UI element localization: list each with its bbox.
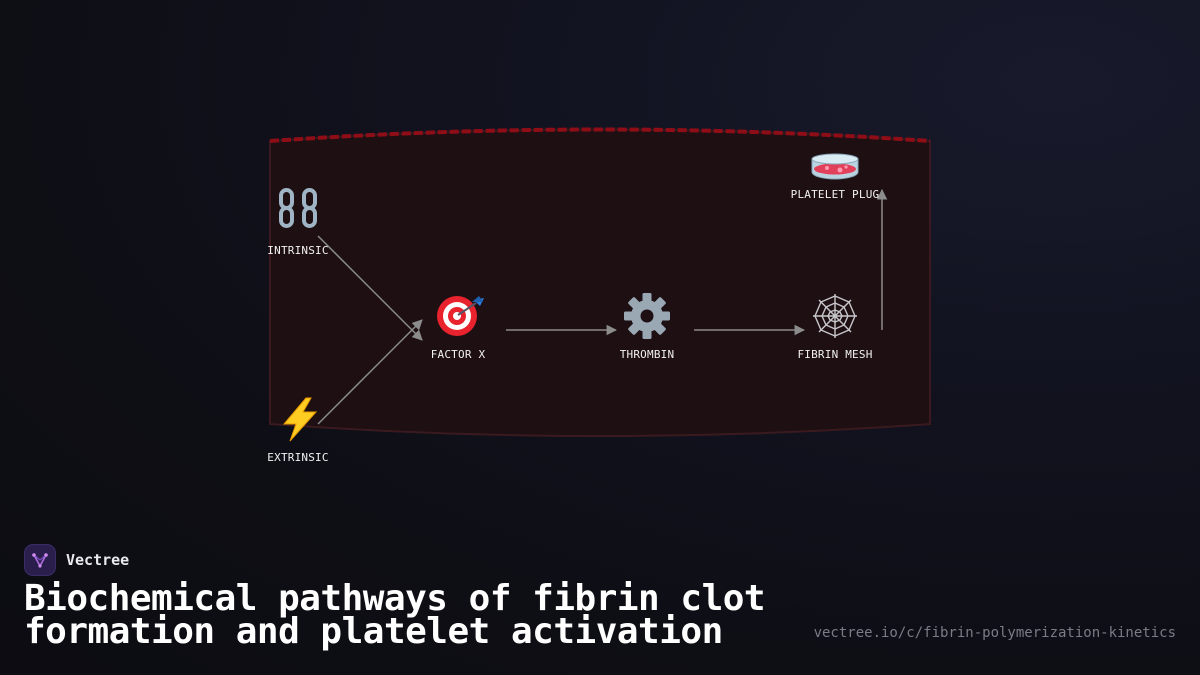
target-dart-icon	[437, 296, 484, 336]
node-factor-x: FACTOR X	[431, 296, 486, 361]
brand: Vectree	[24, 544, 129, 576]
page-title: Biochemical pathways of fibrin clot form…	[24, 578, 766, 652]
diagram-panel-top-border	[269, 127, 931, 143]
petri-dish-icon	[811, 153, 859, 180]
node-label-intrinsic: INTRINSIC	[267, 244, 328, 257]
edges	[317, 188, 888, 425]
node-label-extrinsic: EXTRINSIC	[267, 451, 328, 464]
source-url: vectree.io/c/fibrin-polymerization-kinet…	[813, 625, 1176, 641]
node-platelet-plug: PLATELET PLUG	[791, 153, 880, 201]
node-extrinsic: EXTRINSIC	[267, 397, 329, 464]
node-label-platelet-plug: PLATELET PLUG	[791, 188, 880, 201]
node-fibrin-mesh: FIBRIN MESH	[797, 294, 872, 361]
node-thrombin: THROMBIN	[620, 293, 675, 361]
node-label-factor-x: FACTOR X	[431, 348, 486, 361]
chain-link-icon	[279, 188, 317, 228]
edge-intrinsic-to-factor-x	[317, 235, 423, 341]
brand-name: Vectree	[66, 551, 130, 569]
spider-web-icon	[813, 294, 857, 338]
node-label-fibrin-mesh: FIBRIN MESH	[797, 348, 872, 361]
node-intrinsic: INTRINSIC	[267, 188, 329, 257]
lightning-bolt-icon	[282, 397, 318, 442]
gear-icon	[624, 293, 670, 339]
node-label-thrombin: THROMBIN	[620, 348, 675, 361]
edge-extrinsic-to-factor-x	[317, 319, 423, 425]
vectree-logo-icon	[24, 544, 56, 576]
